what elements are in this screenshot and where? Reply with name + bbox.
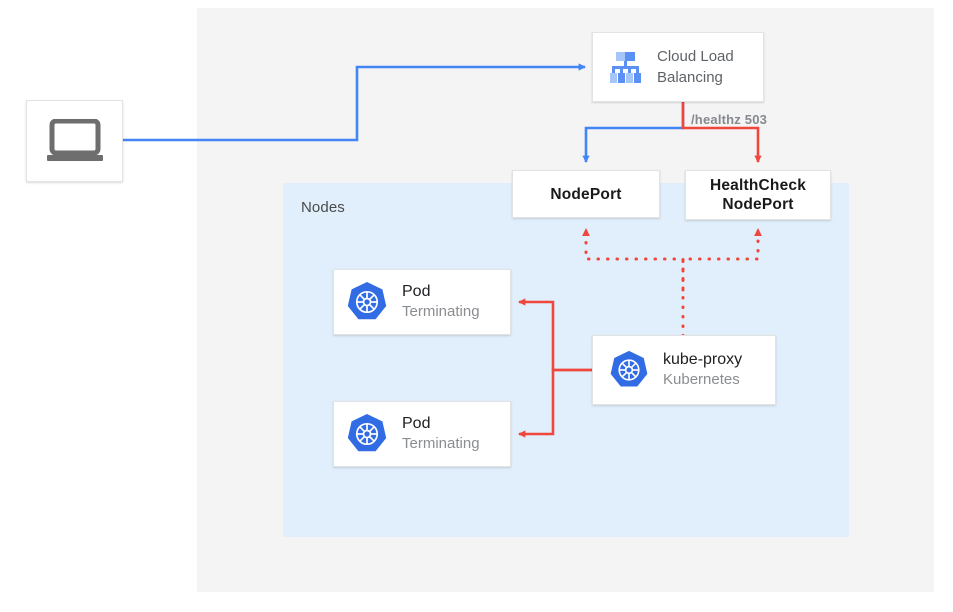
kubernetes-icon [610, 350, 648, 387]
healthcheck-nodeport-label: HealthCheck NodePort [710, 176, 806, 214]
kube-proxy-text: kube-proxy Kubernetes [663, 350, 742, 390]
nodes-region-label: Nodes [301, 199, 345, 216]
pod-card-top: Pod Terminating [333, 269, 511, 335]
pod-bottom-status: Terminating [402, 435, 480, 452]
pod-top-text: Pod Terminating [402, 282, 480, 322]
healthcheck-nodeport-card: HealthCheck NodePort [685, 170, 831, 220]
healthcheck-nodeport-label-line2: NodePort [722, 196, 794, 213]
healthz-edge-label: /healthz 503 [691, 112, 768, 127]
pod-card-bottom: Pod Terminating [333, 401, 511, 467]
kube-proxy-subtitle: Kubernetes [663, 371, 740, 388]
pod-bottom-title: Pod [402, 415, 431, 432]
pod-top-status: Terminating [402, 303, 480, 320]
nodeport-label: NodePort [550, 185, 622, 203]
client-laptop-card [26, 100, 123, 182]
cloud-load-balancing-label: Cloud Load Balancing [657, 46, 734, 88]
pod-top-title: Pod [402, 283, 431, 300]
kube-proxy-card: kube-proxy Kubernetes [592, 335, 776, 405]
kube-proxy-title: kube-proxy [663, 351, 743, 368]
cloud-load-balancing-label-line1: Cloud Load [657, 48, 734, 65]
cloud-load-balancing-label-line2: Balancing [657, 69, 723, 86]
cloud-load-balancing-card: Cloud Load Balancing [592, 32, 764, 102]
cloud-load-balancing-icon [610, 52, 641, 83]
laptop-icon [46, 119, 103, 161]
nodeport-card: NodePort [512, 170, 660, 218]
healthcheck-nodeport-label-line1: HealthCheck [709, 177, 807, 194]
kubernetes-icon [347, 414, 387, 452]
kubernetes-icon [347, 282, 387, 320]
pod-bottom-text: Pod Terminating [402, 414, 480, 454]
